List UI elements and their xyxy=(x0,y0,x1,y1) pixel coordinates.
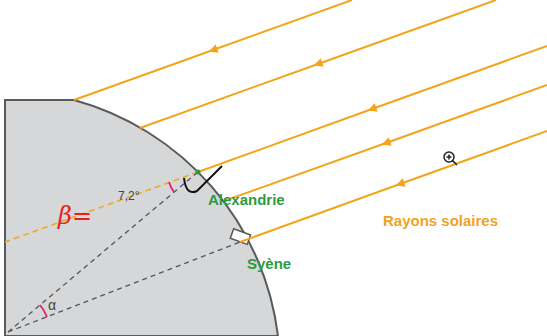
angle-label: β= xyxy=(58,203,92,229)
zoom-icon xyxy=(444,152,457,165)
earth-section xyxy=(5,100,278,336)
angle-label: α xyxy=(48,298,56,313)
ray-extension xyxy=(5,172,198,242)
check-mark xyxy=(184,166,222,192)
sun-rays xyxy=(74,0,547,242)
angle-arc xyxy=(169,182,174,192)
city-name: Syène xyxy=(247,256,291,273)
rays-label: Rayons solaires xyxy=(383,213,498,230)
angle-value: 7,2° xyxy=(118,190,139,203)
city-dot xyxy=(196,170,201,175)
city-name: Alexandrie xyxy=(208,192,285,209)
angle-arc xyxy=(40,305,47,317)
radii xyxy=(8,172,240,332)
